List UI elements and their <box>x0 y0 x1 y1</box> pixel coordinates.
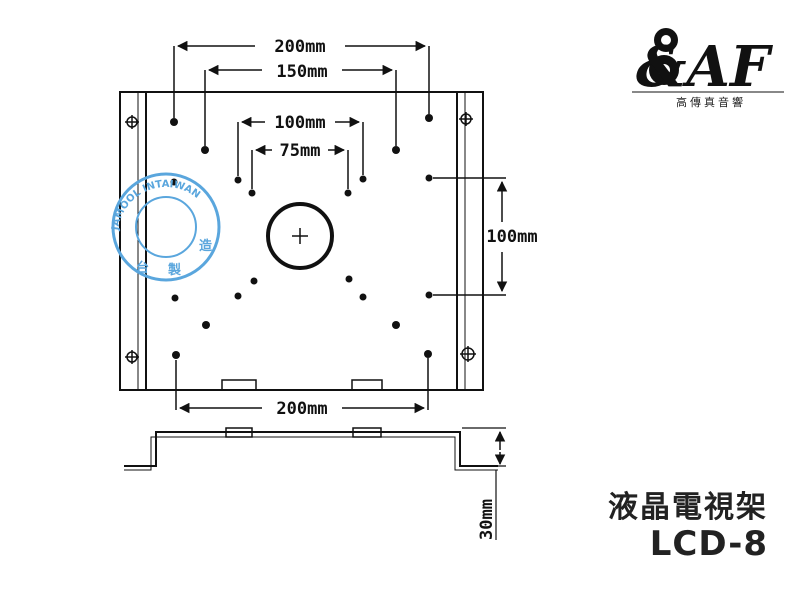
center-cable-hole <box>266 202 334 270</box>
dim-top-200: 200mm <box>274 37 325 57</box>
rail-screws <box>125 112 476 364</box>
mount-plate <box>119 91 484 391</box>
dim-right-100: 100mm <box>486 227 537 247</box>
product-model: LCD-8 <box>649 524 768 564</box>
stamp-char-1: 台 <box>136 260 149 276</box>
dim-depth-30: 30mm <box>477 499 497 540</box>
dim-top-150: 150mm <box>276 62 327 82</box>
vesa-holes <box>170 114 433 359</box>
dim-mid-75: 75mm <box>280 141 321 161</box>
dimension-lines <box>173 40 508 414</box>
product-name: 液晶電視架 <box>608 490 768 525</box>
stamp-char-2: 製 <box>167 262 181 278</box>
watermark-stamp: JAMOOL INTAIWAN 台 製 造 <box>110 172 221 282</box>
brand-logo: &AF <box>632 28 784 100</box>
dim-mid-100: 100mm <box>274 113 325 133</box>
dim-bottom-200: 200mm <box>276 399 327 419</box>
speaker-icon <box>649 28 679 85</box>
logo-subtitle: 高傳真音響 <box>676 96 746 109</box>
side-profile <box>124 427 506 540</box>
stamp-char-3: 造 <box>199 238 213 254</box>
logo-mark: &AF <box>636 34 774 100</box>
